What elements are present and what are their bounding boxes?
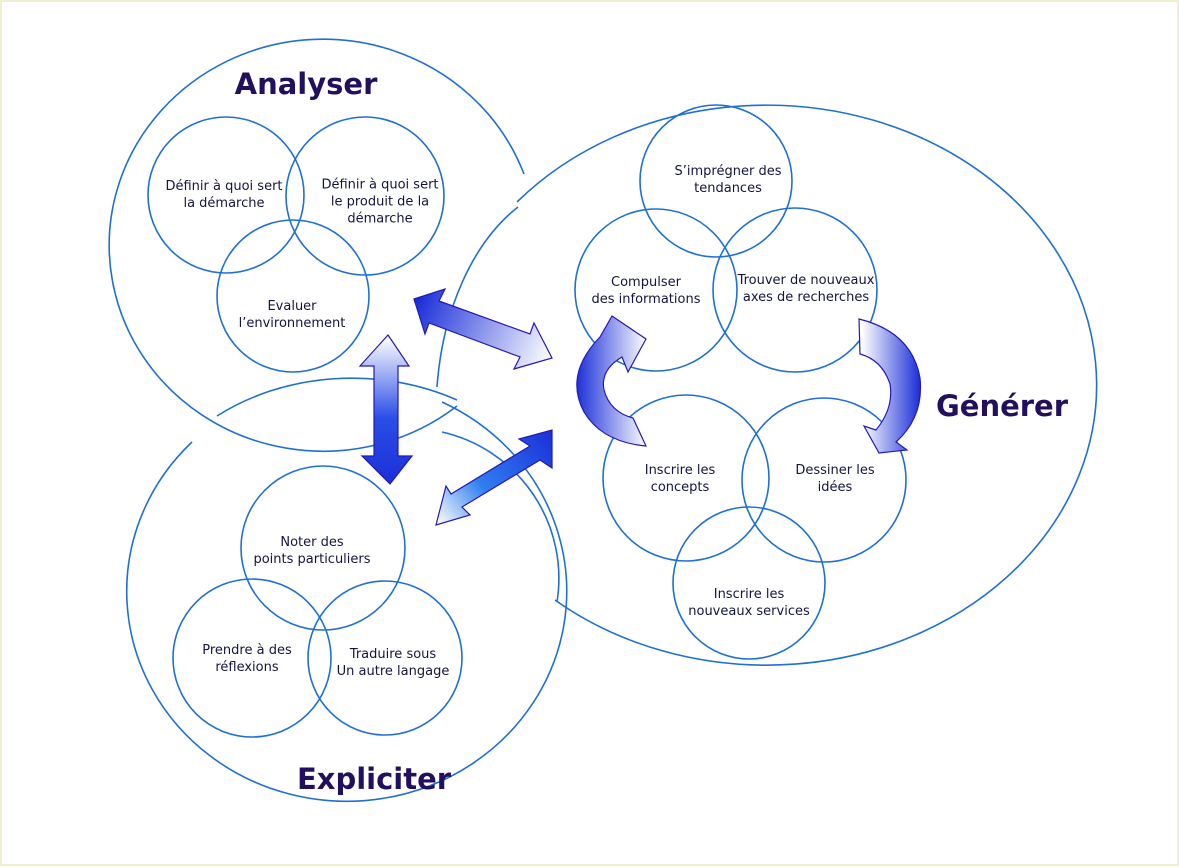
double-arrow-icon	[435, 429, 553, 526]
generer-title: Générer	[935, 389, 1069, 423]
expliciter-title: Expliciter	[296, 762, 452, 796]
analyser-title: Analyser	[234, 67, 378, 101]
analyser-circle-3	[216, 219, 370, 373]
generer-circle-2	[574, 208, 738, 372]
double-arrow-icon	[413, 287, 553, 370]
analyser-circle-1	[147, 116, 305, 274]
expliciter-circle-3	[307, 580, 463, 736]
generer-circle-5	[741, 397, 907, 563]
expliciter-circle-1	[240, 465, 406, 631]
analyser-group-outline	[108, 38, 525, 453]
expliciter-group-outline	[125, 401, 568, 803]
generer-circle-6	[672, 506, 826, 660]
generer-circle-4	[602, 394, 770, 562]
generer-group-outline-inner-arc	[436, 206, 519, 388]
analyser-circle-2	[285, 116, 445, 276]
expliciter-circle-2	[172, 578, 332, 738]
expliciter-group-outline-inner-arc-2	[441, 431, 560, 603]
generer-circle-3	[712, 207, 878, 373]
curved-arrow-icon	[576, 315, 647, 447]
curved-arrow-icon	[858, 318, 922, 454]
generer-circle-1	[639, 104, 793, 258]
double-arrow-icon	[358, 334, 414, 485]
expliciter-group-outline-inner-arc	[216, 377, 458, 417]
